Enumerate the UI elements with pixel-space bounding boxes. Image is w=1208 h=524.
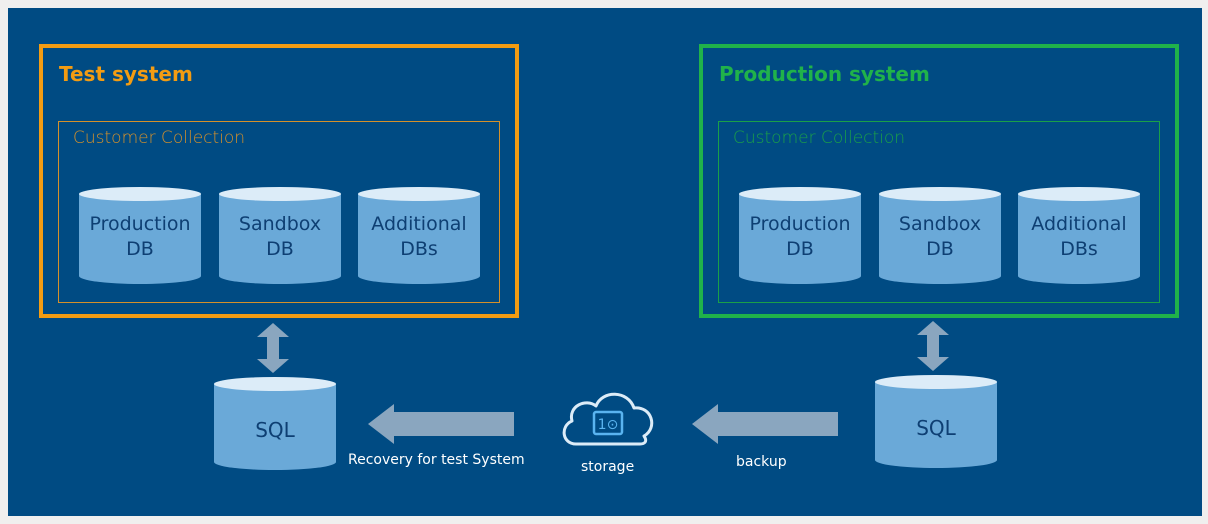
production-system-box: Production system Customer Collection Pr… (699, 44, 1179, 318)
backup-arrow (692, 404, 838, 444)
database-cylinder-icon (358, 187, 480, 284)
production-collection-label: Customer Collection (733, 128, 906, 148)
database-cylinder-icon (879, 187, 1001, 284)
production-sync-double-arrow (917, 321, 949, 371)
cloud-storage-icon: 1⊙ (562, 392, 654, 446)
test-collection-label: Customer Collection (73, 128, 246, 148)
production-system-title: Production system (719, 62, 930, 86)
database-cylinder-icon (219, 187, 341, 284)
sql-production-label: SQL (916, 416, 956, 440)
database-cylinder-icon (875, 375, 997, 468)
backup-caption: backup (736, 454, 787, 470)
test-system-box: Test system Customer Collection Producti… (39, 44, 519, 318)
database-cylinder-icon (1018, 187, 1140, 284)
test-sync-double-arrow (257, 323, 289, 373)
recovery-arrow (368, 404, 514, 444)
sql-test-cylinder: SQL (213, 376, 337, 472)
storage-caption: storage (581, 459, 635, 475)
database-cylinder-icon (214, 377, 336, 470)
sql-test-label: SQL (255, 418, 295, 442)
database-cylinder-icon (79, 187, 201, 284)
svg-text:1⊙: 1⊙ (598, 417, 619, 433)
database-cylinder-icon (739, 187, 861, 284)
test-system-title: Test system (59, 62, 193, 86)
sql-production-cylinder: SQL (874, 374, 998, 470)
diagram-canvas: Test system Customer Collection Producti… (8, 8, 1202, 516)
recovery-caption: Recovery for test System (348, 452, 525, 468)
